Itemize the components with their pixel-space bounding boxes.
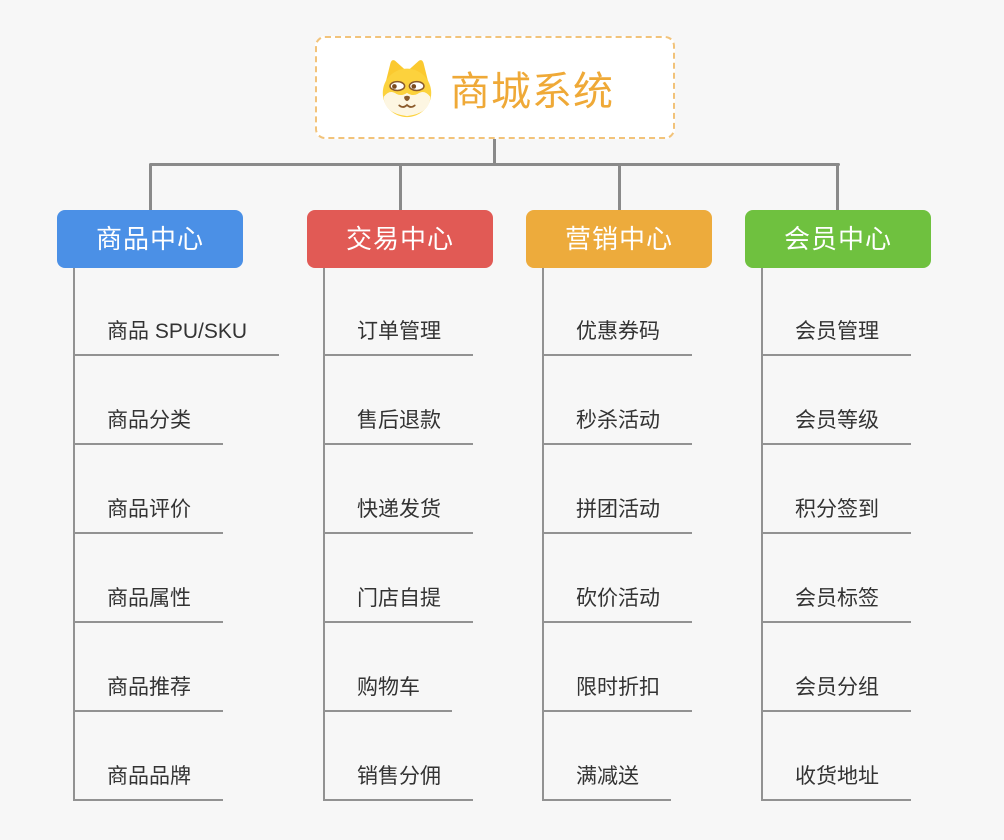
connector-drop-member <box>836 164 839 210</box>
shiba-dog-icon <box>382 59 432 117</box>
leaf-node[interactable]: 限时折扣 <box>542 675 692 712</box>
leaf-node[interactable]: 售后退款 <box>323 408 473 445</box>
leaf-node[interactable]: 砍价活动 <box>542 586 692 623</box>
branch-trunk-line <box>761 268 763 801</box>
leaf-node[interactable]: 会员管理 <box>761 319 911 356</box>
branch-marketing-center: 营销中心 优惠券码 秒杀活动 拼团活动 砍价活动 限时折扣 满减送 <box>526 210 786 810</box>
leaf-node[interactable]: 商品评价 <box>73 497 223 534</box>
branch-node-trade-center[interactable]: 交易中心 <box>307 210 493 268</box>
leaf-node[interactable]: 满减送 <box>542 764 671 801</box>
branch-member-center: 会员中心 会员管理 会员等级 积分签到 会员标签 会员分组 收货地址 <box>745 210 1004 810</box>
leaf-node[interactable]: 积分签到 <box>761 497 911 534</box>
branch-product-center: 商品中心 商品 SPU/SKU 商品分类 商品评价 商品属性 商品推荐 商品品牌 <box>57 210 317 810</box>
connector-drop-marketing <box>618 164 621 210</box>
leaf-node[interactable]: 优惠券码 <box>542 319 692 356</box>
branch-trunk-line <box>323 268 325 801</box>
leaf-node[interactable]: 订单管理 <box>323 319 473 356</box>
leaf-node[interactable]: 商品推荐 <box>73 675 223 712</box>
root-node-label: 商城系统 <box>450 69 614 114</box>
branch-node-marketing-center[interactable]: 营销中心 <box>526 210 712 268</box>
leaf-node[interactable]: 购物车 <box>323 675 452 712</box>
leaf-node[interactable]: 秒杀活动 <box>542 408 692 445</box>
leaf-node[interactable]: 销售分佣 <box>323 764 473 801</box>
branch-node-member-center[interactable]: 会员中心 <box>745 210 931 268</box>
connector-drop-trade <box>399 164 402 210</box>
leaf-node[interactable]: 会员标签 <box>761 586 911 623</box>
leaf-node[interactable]: 商品品牌 <box>73 764 223 801</box>
connector-drop-product <box>149 164 152 210</box>
leaf-node[interactable]: 拼团活动 <box>542 497 692 534</box>
root-node-mall-system[interactable]: 商城系统 <box>315 36 675 139</box>
leaf-node[interactable]: 商品 SPU/SKU <box>73 319 280 356</box>
leaf-node[interactable]: 会员等级 <box>761 408 911 445</box>
branch-trunk-line <box>73 268 75 801</box>
leaf-node[interactable]: 会员分组 <box>761 675 911 712</box>
branch-trade-center: 交易中心 订单管理 售后退款 快递发货 门店自提 购物车 销售分佣 <box>307 210 567 810</box>
leaf-node[interactable]: 门店自提 <box>323 586 473 623</box>
connector-horizontal-bar <box>149 163 840 166</box>
leaf-node[interactable]: 商品属性 <box>73 586 223 623</box>
leaf-node[interactable]: 商品分类 <box>73 408 223 445</box>
connector-root-stub <box>493 139 496 164</box>
branch-node-product-center[interactable]: 商品中心 <box>57 210 243 268</box>
leaf-node[interactable]: 收货地址 <box>761 764 911 801</box>
leaf-node[interactable]: 快递发货 <box>323 497 473 534</box>
branch-trunk-line <box>542 268 544 801</box>
